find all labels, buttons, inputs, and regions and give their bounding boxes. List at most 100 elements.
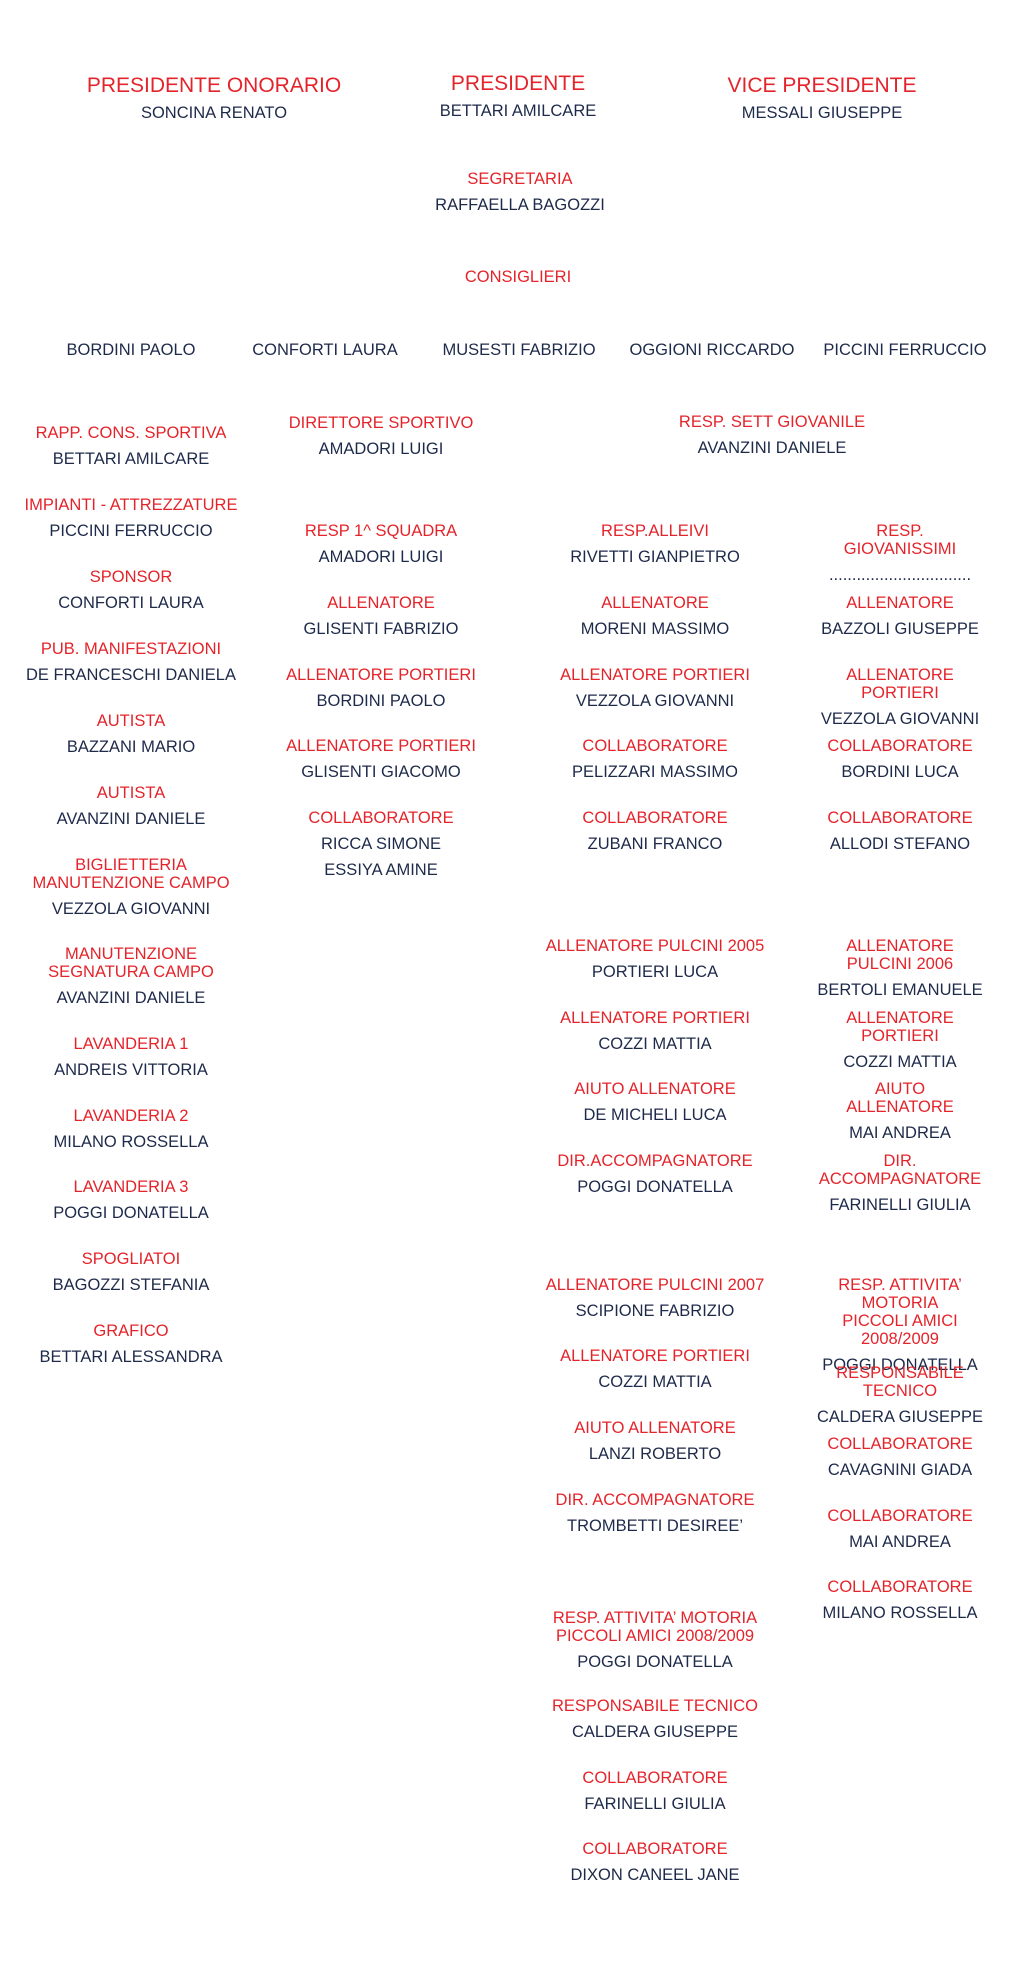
role-label: IMPIANTI - ATTREZZATURE [24,496,238,514]
piccoli-amici-mid-block: RESP. ATTIVITA’ MOTORIA PICCOLI AMICI 20… [553,1609,757,1671]
role-label: COLLABORATORE [582,1840,728,1858]
person-name: AMADORI LUIGI [318,440,444,458]
staff-block: IMPIANTI - ATTREZZATURE PICCINI FERRUCCI… [25,496,238,540]
person-name: PORTIERI LUCA [591,963,719,981]
giovanissimi-block: ALLENATORE BAZZOLI GIUSEPPE [821,594,979,638]
role-label: DIR. ACCOMPAGNATORE [818,1152,982,1188]
role-label: MANUTENZIONE SEGNATURA CAMPO [48,945,214,981]
presidente-onorario-block: PRESIDENTE ONORARIO SONCINA RENATO [87,74,341,122]
pulcini-2005-block: AIUTO ALLENATORE DE MICHELI LUCA [574,1080,735,1124]
role-label: ALLENATORE PULCINI 2005 [545,937,765,955]
staff-block: LAVANDERIA 2 MILANO ROSSELLA [54,1107,209,1151]
pulcini-2007-block: AIUTO ALLENATORE LANZI ROBERTO [574,1419,735,1463]
person-name: BETTARI AMILCARE [52,450,210,468]
person-name: POGGI DONATELLA [577,1178,733,1196]
piccoli-amici-mid-block: COLLABORATORE DIXON CANEEL JANE [570,1840,739,1884]
staff-block: LAVANDERIA 3 POGGI DONATELLA [53,1178,209,1222]
role-label: ALLENATORE [846,594,954,612]
piccoli-amici-right-block: COLLABORATORE MAI ANDREA [827,1507,972,1551]
role-label: ALLENATORE PULCINI 2006 [846,937,954,973]
role-label: LAVANDERIA 2 [73,1107,189,1125]
staff-block: GRAFICO BETTARI ALESSANDRA [39,1322,222,1366]
person-name: MAI ANDREA [849,1533,951,1551]
role-label: COLLABORATORE [827,1435,973,1453]
prima-squadra-block: RESP 1^ SQUADRA AMADORI LUIGI [305,522,457,566]
role-label: ALLENATORE PORTIERI [560,1347,750,1365]
role-label: AUTISTA [96,712,166,730]
consiglieri-title: CONSIGLIERI [465,268,571,286]
person-name: AVANZINI DANIELE [56,810,206,828]
person-name: MILANO ROSSELLA [53,1133,209,1151]
role-label: ALLENATORE PULCINI 2007 [545,1276,765,1294]
consigliere-name: PICCINI FERRUCCIO [823,341,987,359]
role-label: RESP. ATTIVITA’ MOTORIA PICCOLI AMICI 20… [838,1276,962,1348]
role-label: SPONSOR [89,568,173,586]
person-name: CALDERA GIUSEPPE [817,1408,983,1426]
person-name: DE MICHELI LUCA [583,1106,727,1124]
consigliere-name: OGGIONI RICCARDO [629,341,795,359]
person-name: MESSALI GIUSEPPE [741,104,903,122]
role-label: LAVANDERIA 3 [73,1178,189,1196]
role-label: ALLENATORE PORTIERI [286,666,476,684]
role-label: ALLENATORE PORTIERI [286,737,476,755]
giovanissimi-block: COLLABORATORE ALLODI STEFANO [827,809,972,853]
person-name: BORDINI PAOLO [316,692,446,710]
pulcini-2007-block: ALLENATORE PULCINI 2007 SCIPIONE FABRIZI… [546,1276,765,1320]
person-name: BAZZOLI GIUSEPPE [821,620,979,638]
pulcini-2006-block: ALLENATORE PULCINI 2006 BERTOLI EMANUELE [817,937,982,999]
person-name: BETTARI ALESSANDRA [39,1348,223,1366]
role-label: COLLABORATORE [582,809,728,827]
person-name: BETTARI AMILCARE [439,102,597,120]
person-name: PICCINI FERRUCCIO [49,522,213,540]
staff-block: RAPP. CONS. SPORTIVA BETTARI AMILCARE [36,424,227,468]
person-name: LANZI ROBERTO [588,1445,722,1463]
pulcini-2006-block: DIR. ACCOMPAGNATORE FARINELLI GIULIA [819,1152,981,1214]
role-label: ALLENATORE PORTIERI [560,666,750,684]
direttore-sportivo-block: DIRETTORE SPORTIVO AMADORI LUIGI [289,414,474,458]
person-name: ............................... [828,566,972,584]
role-label: CONSIGLIERI [464,268,572,286]
person-name: FARINELLI GIULIA [584,1795,726,1813]
role-label: RESP. ATTIVITA’ MOTORIA PICCOLI AMICI 20… [552,1609,758,1645]
person-name: GLISENTI GIACOMO [301,763,461,781]
giovanissimi-block: COLLABORATORE BORDINI LUCA [827,737,972,781]
role-label: COLLABORATORE [827,809,973,827]
piccoli-amici-right-block: COLLABORATORE CAVAGNINI GIADA [827,1435,972,1479]
person-name: BAZZANI MARIO [66,738,196,756]
role-label: SEGRETARIA [467,170,573,188]
person-name: VEZZOLA GIOVANNI [51,900,211,918]
person-name: BORDINI LUCA [841,763,959,781]
pulcini-2005-block: ALLENATORE PULCINI 2005 PORTIERI LUCA [546,937,765,981]
giovanissimi-block: RESP. GIOVANISSIMI .....................… [829,522,971,584]
consigliere-name: CONFORTI LAURA [252,341,398,359]
role-label: AUTISTA [96,784,166,802]
resp-settore-giovanile-block: RESP. SETT GIOVANILE AVANZINI DANIELE [679,413,865,457]
pulcini-2006-block: ALLENATORE PORTIERI COZZI MATTIA [834,1009,966,1071]
person-name: CALDERA GIUSEPPE [572,1723,738,1741]
role-label: LAVANDERIA 1 [73,1035,189,1053]
role-label: DIRETTORE SPORTIVO [288,414,474,432]
role-label: COLLABORATORE [582,737,728,755]
staff-block: BIGLIETTERIA MANUTENZIONE CAMPO VEZZOLA … [32,856,229,918]
person-name: COZZI MATTIA [843,1053,957,1071]
staff-block: SPOGLIATOI BAGOZZI STEFANIA [53,1250,210,1294]
person-name: BERTOLI EMANUELE [817,981,983,999]
role-label: RESP 1^ SQUADRA [304,522,458,540]
piccoli-amici-right-block: COLLABORATORE MILANO ROSSELLA [823,1578,978,1622]
person-name: DIXON CANEEL JANE [570,1866,740,1884]
staff-block: SPONSOR CONFORTI LAURA [58,568,203,612]
person-name: TROMBETTI DESIREE’ [566,1517,744,1535]
role-label: RAPP. CONS. SPORTIVA [35,424,227,442]
piccoli-amici-right-block: RESP. ATTIVITA’ MOTORIA PICCOLI AMICI 20… [822,1276,978,1374]
role-label: SPOGLIATOI [81,1250,181,1268]
person-name: COZZI MATTIA [598,1035,712,1053]
role-label: ALLENATORE PORTIERI [560,1009,750,1027]
staff-block: PUB. MANIFESTAZIONI DE FRANCESCHI DANIEL… [26,640,236,684]
role-label: AIUTO ALLENATORE [846,1080,954,1116]
role-label: COLLABORATORE [827,1507,973,1525]
role-label: GRAFICO [93,1322,169,1340]
role-label: BIGLIETTERIA MANUTENZIONE CAMPO [32,856,230,892]
person-name: RAFFAELLA BAGOZZI [435,196,605,214]
role-label: RESP. SETT GIOVANILE [678,413,866,431]
pulcini-2006-block: AIUTO ALLENATORE MAI ANDREA [834,1080,966,1142]
